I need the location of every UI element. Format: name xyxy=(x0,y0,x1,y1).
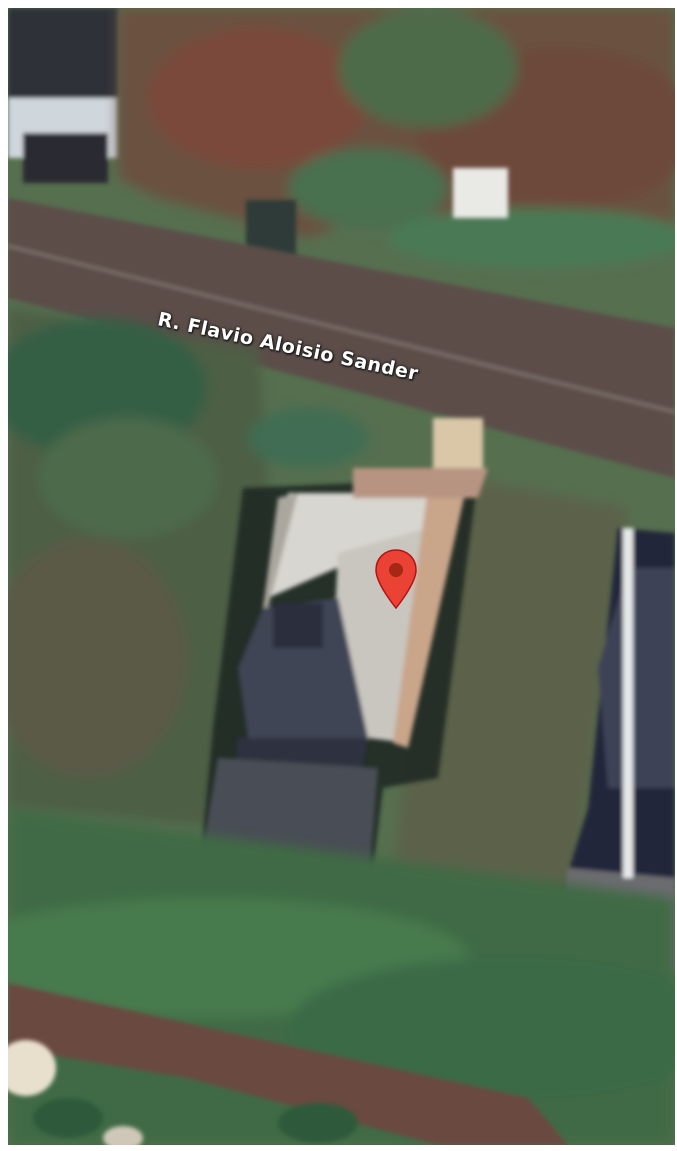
satellite-map[interactable]: R. Flavio Aloisio Sander xyxy=(8,8,675,1145)
map-pin-icon[interactable] xyxy=(374,548,418,610)
satellite-imagery xyxy=(8,8,675,1145)
